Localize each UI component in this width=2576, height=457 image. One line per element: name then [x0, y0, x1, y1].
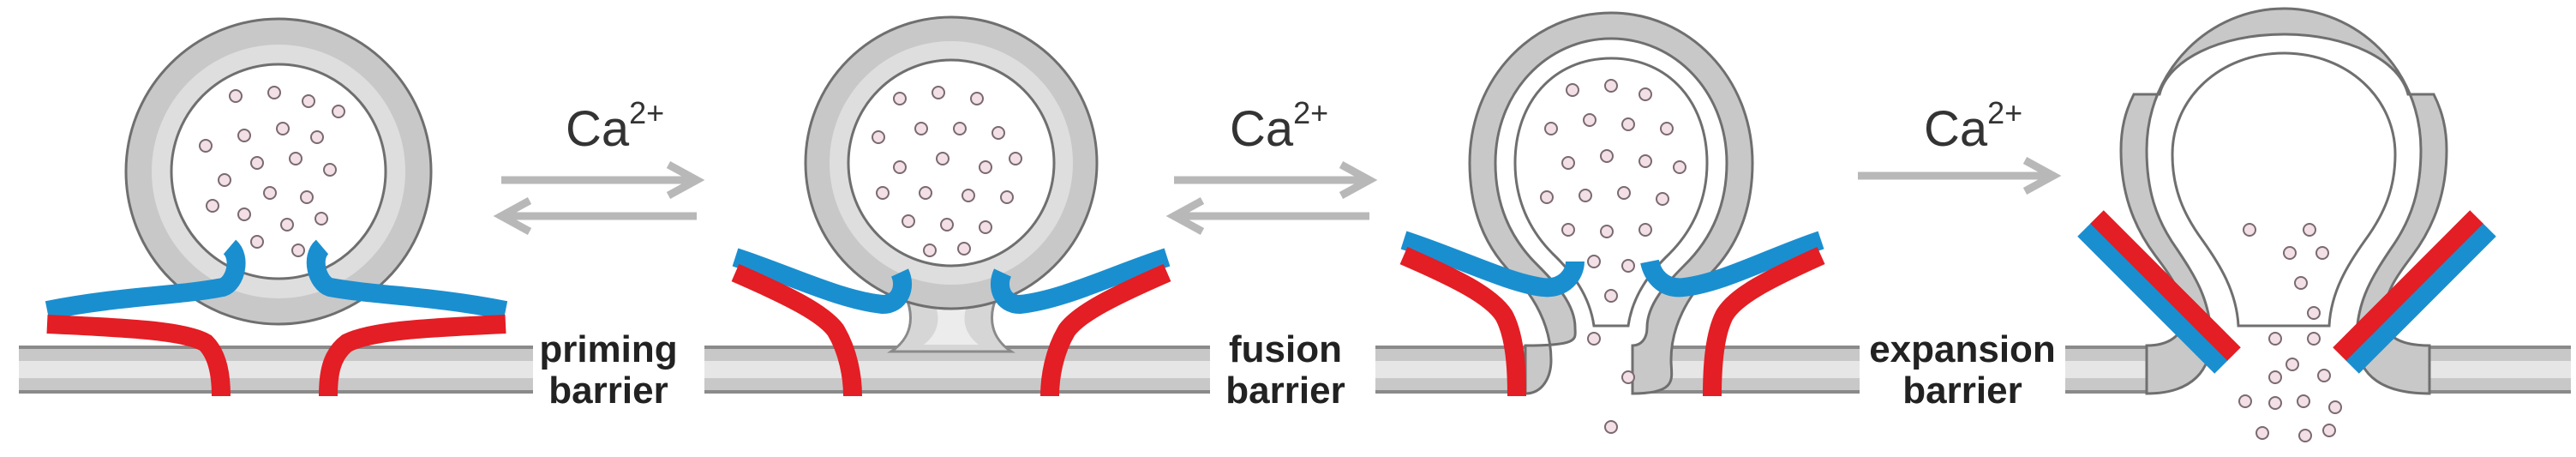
snare-complex-icon [45, 239, 508, 397]
vesicle-cargo [872, 86, 1022, 257]
snare-complex-icon [2077, 210, 2496, 374]
forward-arrow-icon: Ca2+ [1858, 95, 2053, 191]
calcium-label: Ca2+ [566, 95, 664, 157]
plasma-membrane-1 [19, 346, 533, 394]
barrier-label-line1: priming [539, 328, 677, 370]
equilibrium-arrow-icon: Ca2+ [1174, 95, 1369, 232]
barrier-label-line1: fusion [1229, 328, 1342, 370]
barrier-label-line2: barrier [1902, 370, 2022, 412]
stage-pore-expansion [2065, 7, 2571, 442]
barrier-label-line2: barrier [548, 370, 668, 412]
vesicle-icon [1468, 11, 1754, 395]
vesicle-cargo [1540, 79, 1686, 434]
vesicle-cargo [199, 86, 345, 257]
plasma-membrane-3 [1375, 346, 1860, 394]
vesicle-icon [124, 17, 433, 326]
stage-fusion-pore [1375, 11, 1860, 434]
calcium-label: Ca2+ [1924, 95, 2022, 157]
fusion-barrier-label: fusion barrier [1225, 328, 1345, 412]
expansion-barrier-label: expansion barrier [1869, 328, 2056, 412]
snare-complex-icon [1399, 231, 1825, 397]
vesicle-cargo [2238, 223, 2342, 442]
barrier-label-line1: expansion [1869, 328, 2056, 370]
equilibrium-arrow-icon: Ca2+ [501, 95, 697, 232]
stage-docked [19, 17, 533, 397]
snare-complex-icon [731, 248, 1171, 397]
vesicle-icon [804, 15, 1099, 310]
calcium-label: Ca2+ [1230, 95, 1328, 157]
plasma-membrane-2 [704, 346, 1210, 394]
vesicle-icon [2119, 7, 2448, 395]
stage-hemifusion [704, 15, 1210, 397]
priming-barrier-label: priming barrier [539, 328, 677, 412]
plasma-membrane-4 [2065, 346, 2571, 394]
barrier-label-line2: barrier [1225, 370, 1345, 412]
